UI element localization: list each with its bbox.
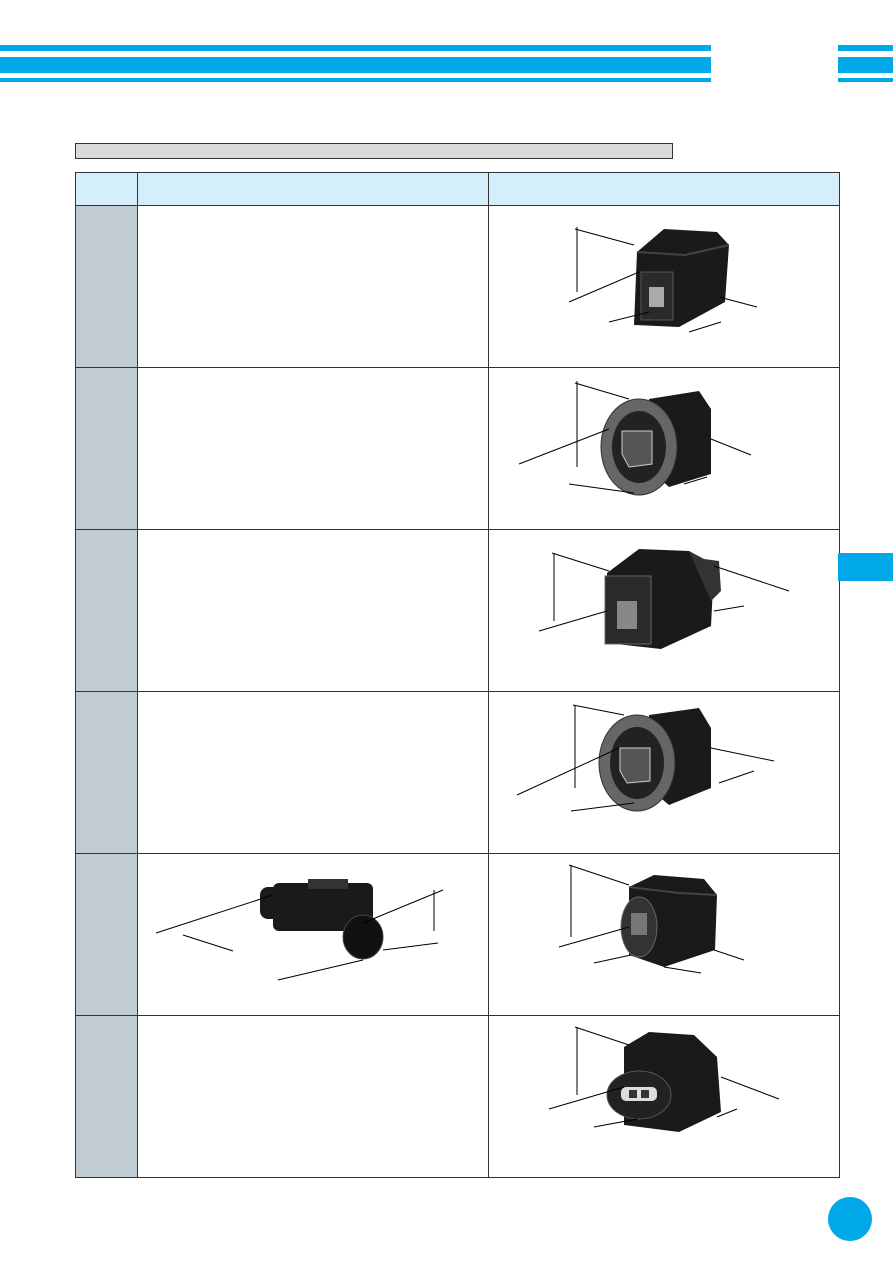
header-stripe-right-top bbox=[838, 45, 893, 51]
row-description-cell bbox=[137, 367, 489, 530]
header-cell-illustration bbox=[488, 172, 840, 206]
row-number-cell bbox=[75, 1015, 138, 1178]
header-cell-description bbox=[137, 172, 489, 206]
row-number-cell bbox=[75, 691, 138, 854]
table-row bbox=[75, 1015, 840, 1178]
row-number-cell bbox=[75, 853, 138, 1016]
connector-housing-two-pin-icon bbox=[548, 1026, 780, 1132]
row-illustration-cell bbox=[488, 205, 840, 368]
connector-spec-table bbox=[75, 172, 840, 1178]
connector-housing-flanged-icon bbox=[518, 380, 752, 495]
row-description-cell bbox=[137, 853, 489, 1016]
row-description-cell bbox=[137, 205, 489, 368]
row-illustration-cell bbox=[488, 367, 840, 530]
table-row bbox=[75, 853, 840, 1016]
connector-housing-receptacle-icon bbox=[558, 864, 745, 973]
section-title-bar bbox=[75, 143, 673, 159]
row-number-cell bbox=[75, 529, 138, 692]
connector-housing-receptacle-side-icon bbox=[155, 878, 444, 980]
table-header-row bbox=[75, 172, 840, 206]
connector-housing-flanged-icon bbox=[516, 704, 775, 811]
header-stripe-right-middle bbox=[838, 57, 893, 73]
header-stripe-middle bbox=[0, 57, 711, 73]
row-number-cell bbox=[75, 367, 138, 530]
header-stripe-bottom bbox=[0, 78, 711, 82]
connector-housing-latched-icon bbox=[538, 548, 790, 649]
row-number-cell bbox=[75, 205, 138, 368]
row-description-cell bbox=[137, 529, 489, 692]
header-stripe-top bbox=[0, 45, 711, 51]
header-stripe-right-bottom bbox=[838, 78, 893, 82]
table-row bbox=[75, 367, 840, 530]
row-illustration-cell bbox=[488, 529, 840, 692]
page-number-dot bbox=[828, 1197, 872, 1241]
table-row bbox=[75, 205, 840, 368]
row-illustration-cell bbox=[488, 1015, 840, 1178]
header-cell-number bbox=[75, 172, 138, 206]
connector-housing-square-icon bbox=[568, 226, 758, 332]
table-row bbox=[75, 529, 840, 692]
table-row bbox=[75, 691, 840, 854]
row-illustration-cell bbox=[488, 853, 840, 1016]
row-illustration-cell bbox=[488, 691, 840, 854]
row-description-cell bbox=[137, 691, 489, 854]
row-description-cell bbox=[137, 1015, 489, 1178]
side-index-tab bbox=[838, 553, 893, 581]
